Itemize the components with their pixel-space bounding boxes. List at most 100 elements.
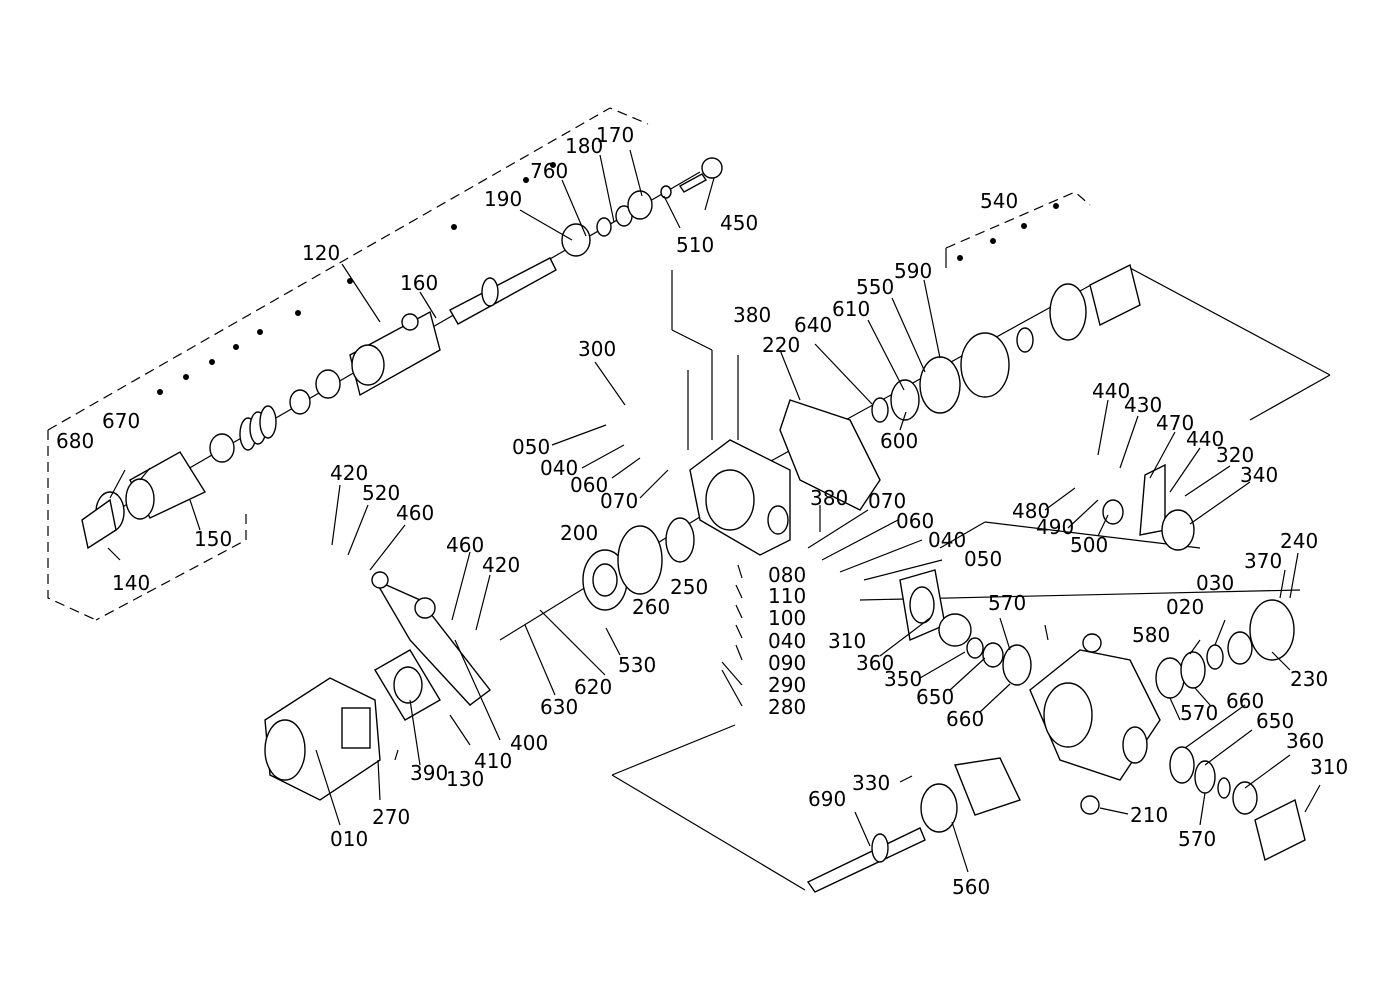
label-460: 460: [446, 533, 484, 557]
label-260: 260: [632, 595, 670, 619]
label-660: 660: [946, 707, 984, 731]
part-130-gasket: [374, 649, 441, 721]
part-470-bracket: [1102, 463, 1195, 551]
label-300: 300: [578, 337, 616, 361]
part-220-gasket: [779, 399, 881, 511]
label-640: 640: [794, 313, 832, 337]
label-360: 360: [1286, 729, 1324, 753]
label-480: 480: [1012, 499, 1050, 523]
label-290: 290: [768, 673, 806, 697]
label-040: 040: [928, 528, 966, 552]
label-370: 370: [1244, 549, 1282, 573]
label-310: 310: [828, 629, 866, 653]
part-690-shaft: [806, 757, 1021, 893]
label-250: 250: [670, 575, 708, 599]
label-150: 150: [194, 527, 232, 551]
label-270: 270: [372, 805, 410, 829]
label-160: 160: [400, 271, 438, 295]
label-600: 600: [880, 429, 918, 453]
part-number-labels: 120 160 190 760 180 170 450 510 540 590 …: [56, 123, 1348, 899]
part-gear-case: [1029, 633, 1161, 815]
label-020: 020: [1166, 595, 1204, 619]
label-130: 130: [446, 767, 484, 791]
label-380: 380: [810, 486, 848, 510]
label-200: 200: [560, 521, 598, 545]
label-690: 690: [808, 787, 846, 811]
label-660: 660: [1226, 689, 1264, 713]
label-420: 420: [330, 461, 368, 485]
label-090: 090: [768, 651, 806, 675]
part-bearings-right: [966, 599, 1306, 862]
label-460: 460: [396, 501, 434, 525]
part-valve-block: [689, 439, 791, 556]
label-410: 410: [474, 749, 512, 773]
part-cylinder-housing: [349, 310, 441, 397]
label-520: 520: [362, 481, 400, 505]
part-010-gear-pump: [264, 677, 381, 801]
label-570: 570: [1178, 827, 1216, 851]
label-080: 080: [768, 563, 806, 587]
label-040: 040: [768, 629, 806, 653]
label-040: 040: [540, 456, 578, 480]
label-440: 440: [1092, 379, 1130, 403]
label-070: 070: [868, 489, 906, 513]
part-670: [125, 451, 207, 520]
label-620: 620: [574, 675, 612, 699]
part-bearing-group: [871, 263, 1141, 423]
label-470: 470: [1156, 411, 1194, 435]
label-560: 560: [952, 875, 990, 899]
label-390: 390: [410, 761, 448, 785]
label-340: 340: [1240, 463, 1278, 487]
label-400: 400: [510, 731, 548, 755]
label-500: 500: [1070, 533, 1108, 557]
label-050: 050: [964, 547, 1002, 571]
label-760: 760: [530, 159, 568, 183]
assembly-120-outline: [47, 107, 649, 621]
label-590: 590: [894, 259, 932, 283]
label-680: 680: [56, 429, 94, 453]
label-420: 420: [482, 553, 520, 577]
assembly-markers: [157, 162, 1059, 395]
assembly-540-outline: [945, 191, 1091, 249]
label-320: 320: [1216, 443, 1254, 467]
part-200-plate: [582, 517, 695, 611]
leader-lines: [107, 149, 1321, 873]
label-510: 510: [676, 233, 714, 257]
label-530: 530: [618, 653, 656, 677]
label-430: 430: [1124, 393, 1162, 417]
label-220: 220: [762, 333, 800, 357]
label-310: 310: [1310, 755, 1348, 779]
label-380: 380: [733, 303, 771, 327]
label-120: 120: [302, 241, 340, 265]
part-680: [81, 491, 125, 550]
label-060: 060: [896, 509, 934, 533]
label-350: 350: [884, 667, 922, 691]
label-110: 110: [768, 584, 806, 608]
part-310-cover: [899, 569, 972, 647]
label-580: 580: [1132, 623, 1170, 647]
label-240: 240: [1280, 529, 1318, 553]
label-490: 490: [1036, 515, 1074, 539]
label-570: 570: [988, 591, 1026, 615]
label-540: 540: [980, 189, 1018, 213]
label-330: 330: [852, 771, 890, 795]
label-230: 230: [1290, 667, 1328, 691]
label-570: 570: [1180, 701, 1218, 725]
part-spring-stack: [209, 369, 341, 463]
label-190: 190: [484, 187, 522, 211]
label-610: 610: [832, 297, 870, 321]
label-030: 030: [1196, 571, 1234, 595]
label-010: 010: [330, 827, 368, 851]
label-630: 630: [540, 695, 578, 719]
label-210: 210: [1130, 803, 1168, 827]
label-180: 180: [565, 134, 603, 158]
label-550: 550: [856, 275, 894, 299]
label-140: 140: [112, 571, 150, 595]
label-360: 360: [856, 651, 894, 675]
label-440: 440: [1186, 427, 1224, 451]
label-070: 070: [600, 489, 638, 513]
part-piston-rod: [449, 157, 723, 325]
label-050: 050: [512, 435, 550, 459]
label-170: 170: [596, 123, 634, 147]
